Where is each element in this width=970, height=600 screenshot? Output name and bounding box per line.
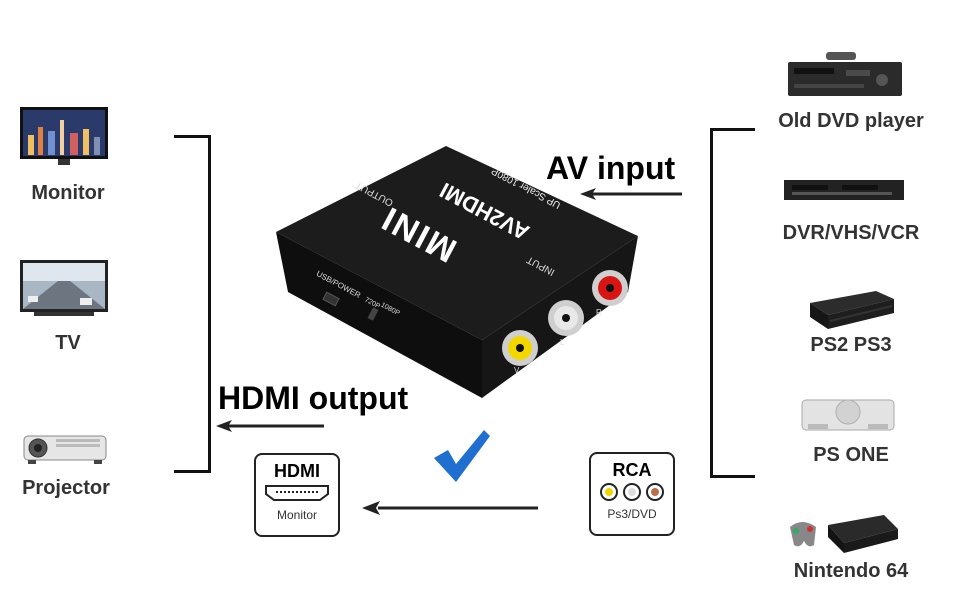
converter-device: MINI AV2HDMI UP Scaler 1080P OUTPUT INPU…	[274, 140, 640, 400]
right-device-label-ps2: PS2 PS3	[810, 334, 892, 356]
hdmi-output-arrow	[216, 420, 324, 432]
converter-icon	[276, 146, 638, 398]
hdmi-monitor-box: HDMI Monitor	[254, 453, 340, 537]
checkmark-icon	[434, 430, 490, 482]
right-device-label-vcr: DVR/VHS/VCR	[782, 222, 920, 244]
hdmi-output-label: HDMI output	[218, 380, 409, 416]
rca-box-title: RCA	[612, 460, 652, 480]
ps-one-console-icon	[801, 399, 895, 431]
monitor-device	[18, 105, 110, 165]
port-label-r: R	[596, 308, 602, 317]
projector-device	[22, 430, 108, 466]
left-device-label-tv: TV	[55, 332, 81, 354]
hdmi-box-title: HDMI	[274, 461, 320, 481]
vcr-icon	[784, 180, 904, 200]
monitor-icon	[20, 107, 108, 165]
port-label-v: V	[514, 366, 520, 375]
projector-icon	[23, 435, 107, 464]
tv-device	[18, 258, 110, 318]
rca-box: RCA Ps3/DVD	[589, 452, 675, 536]
ps2-device	[806, 285, 896, 331]
right-device-label-n64: Nintendo 64	[793, 560, 909, 582]
dvd-player-device	[786, 50, 904, 102]
av-input-label: AV input	[546, 150, 676, 186]
n64-console-icon	[790, 515, 898, 553]
rca-box-caption: Ps3/DVD	[607, 507, 657, 521]
rca-jacks-icon	[600, 483, 664, 501]
tv-icon	[20, 260, 108, 316]
av-input-arrow	[580, 188, 682, 200]
hdmi-box-caption: Monitor	[276, 508, 317, 522]
port-label-l: L	[560, 338, 565, 347]
vcr-device	[782, 178, 906, 202]
left-device-label-monitor: Monitor	[31, 182, 105, 204]
left-bracket	[174, 135, 211, 473]
left-device-label-projector: Projector	[22, 477, 110, 499]
ps-one-device	[800, 392, 896, 438]
right-bracket	[710, 128, 755, 478]
dvd-player-icon	[788, 52, 902, 96]
n64-device	[784, 505, 900, 559]
right-device-label-psone: PS ONE	[813, 444, 889, 466]
hdmi-connector-icon	[265, 485, 329, 501]
ps2-console-icon	[810, 291, 894, 329]
right-device-label-dvd: Old DVD player	[778, 110, 924, 132]
rca-to-hdmi-arrow	[362, 501, 538, 515]
